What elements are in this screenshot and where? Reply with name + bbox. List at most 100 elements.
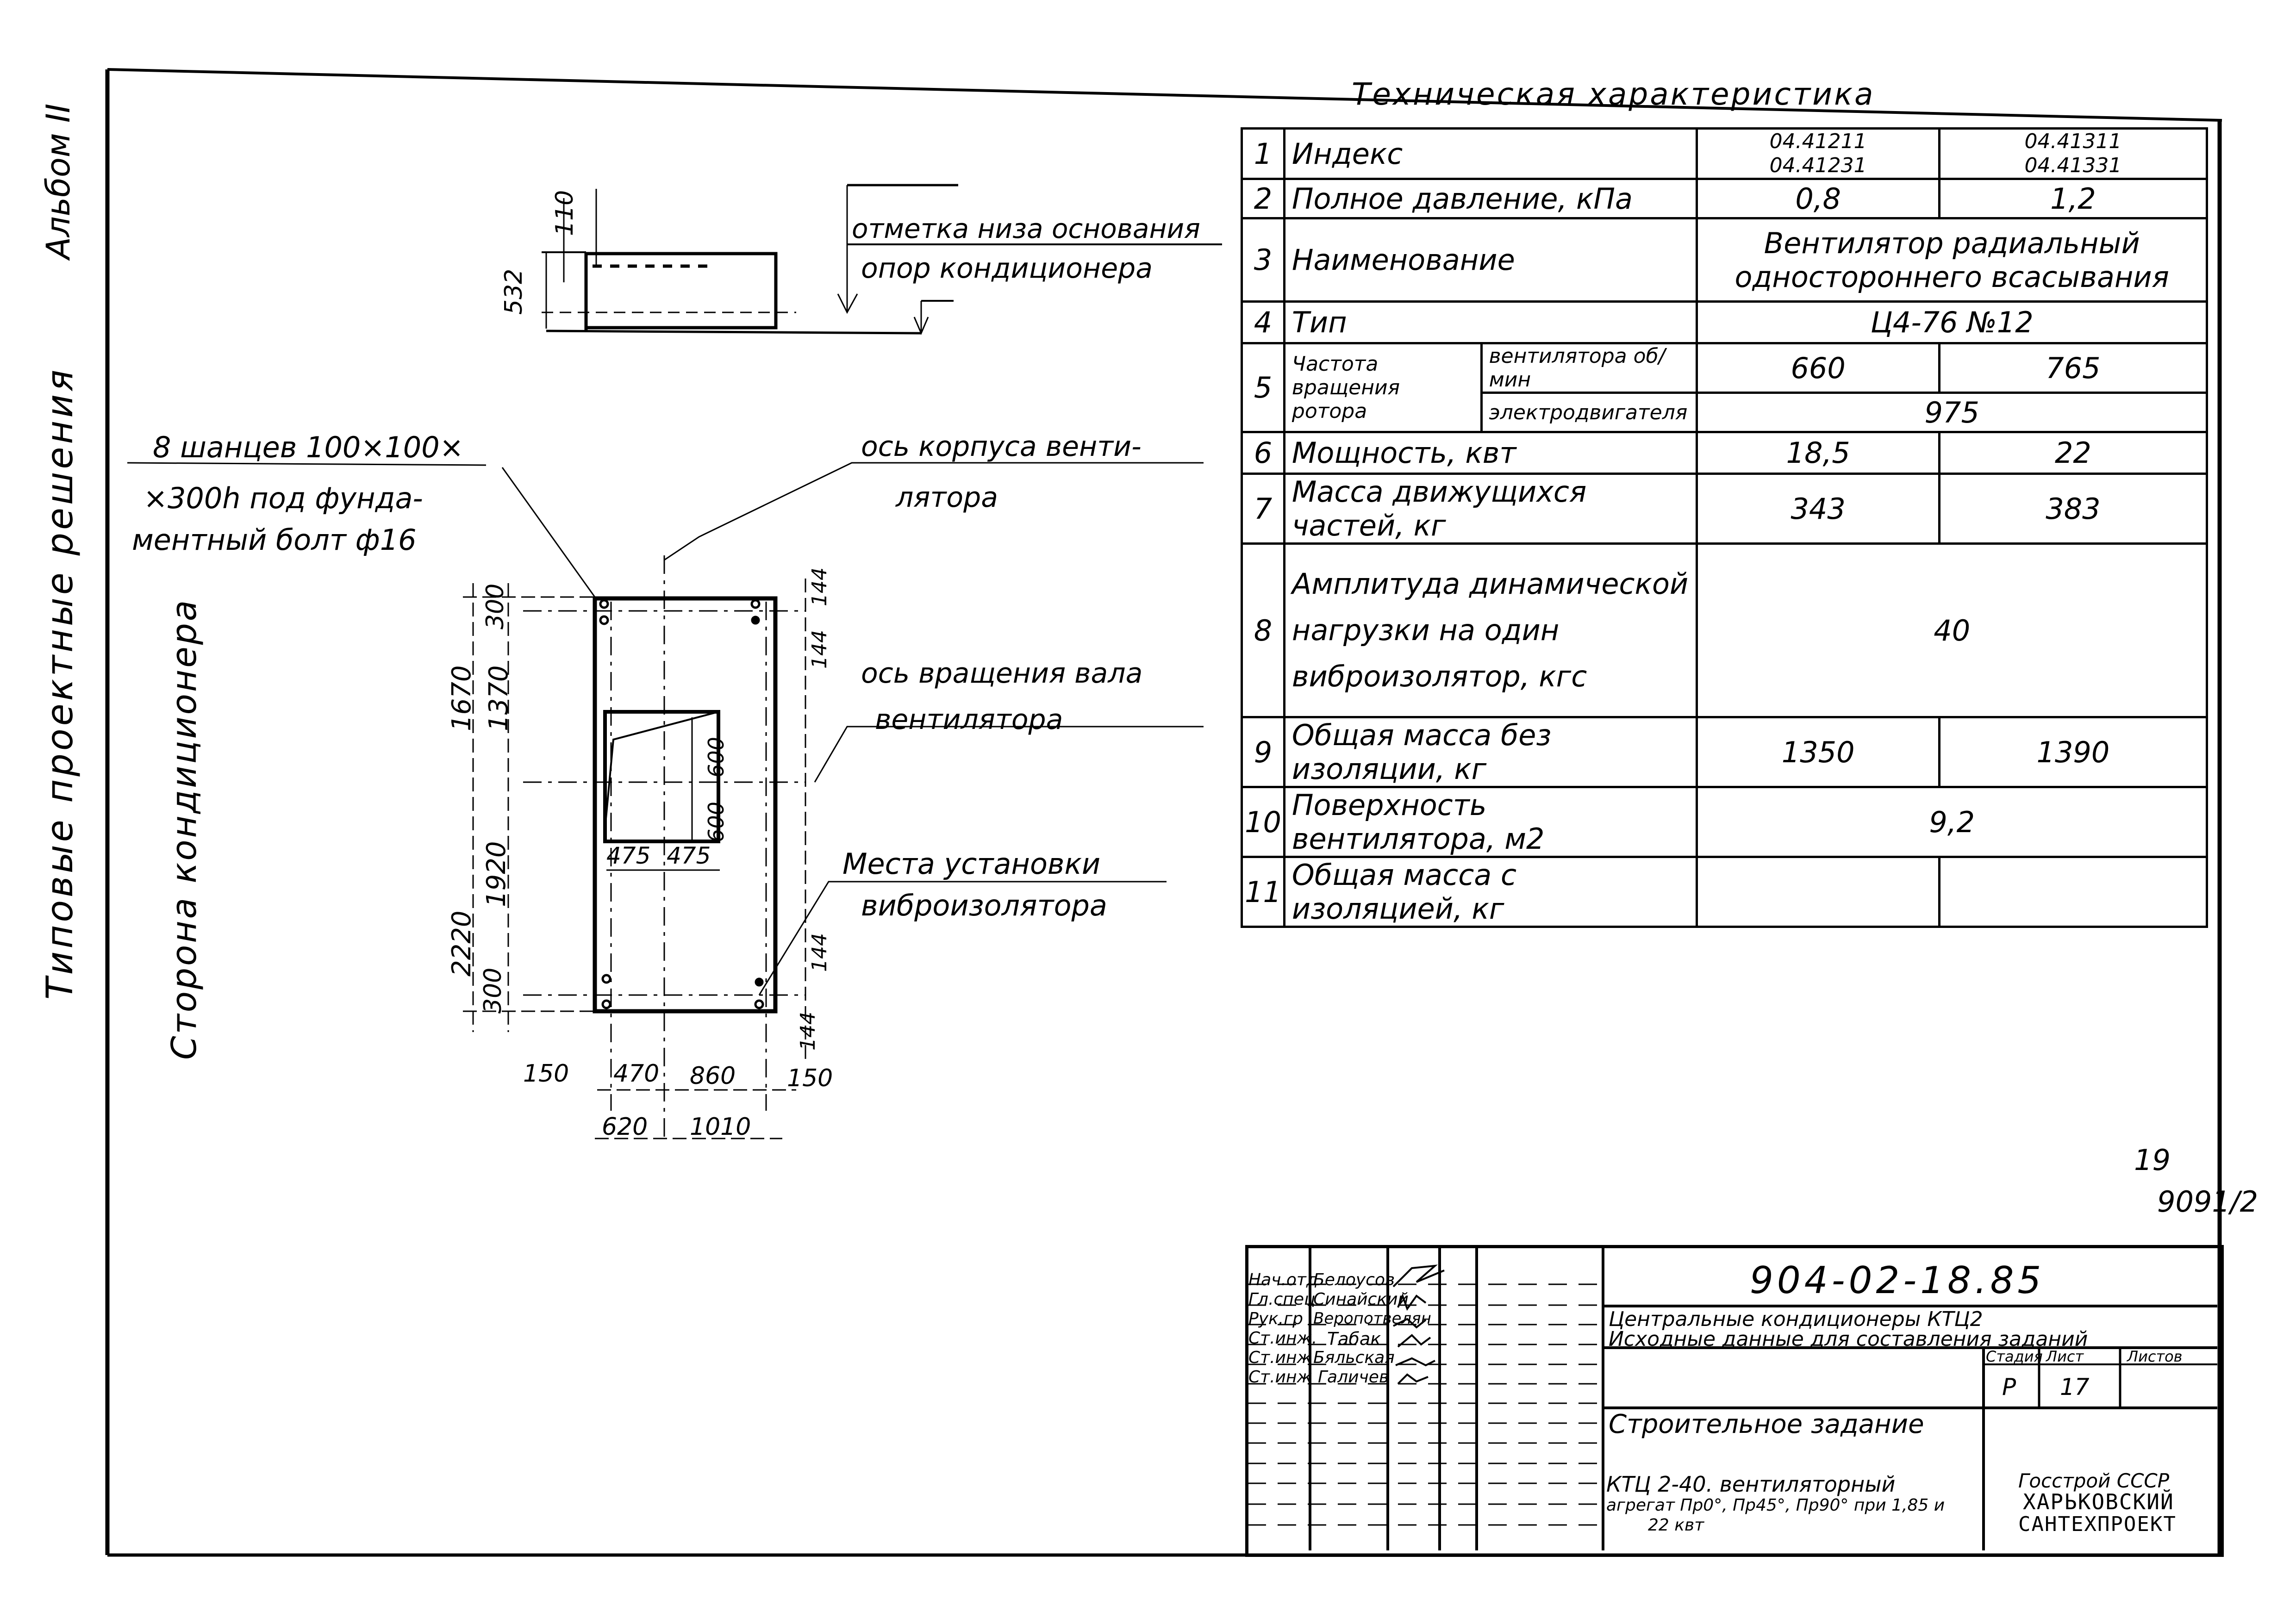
axis-body-note-1: ось корпуса венти- [861,430,1142,463]
stage-header: Стадия [1986,1348,2043,1365]
row-value-1 [1696,856,1940,928]
signature-role: Нач.отд [1248,1270,1318,1289]
drawing-name-3: 22 квт [1648,1516,1704,1535]
row-label: Тип [1283,300,1698,344]
row-label: Полное давление, кПа [1283,178,1698,219]
row-value-2: 765 [1938,342,2209,394]
anchor-note-2: ×300h под фунда- [144,481,423,515]
row-label: Общая масса с изоляцией, кг [1283,856,1698,928]
row-value-1: 343 [1696,473,1940,545]
sheets-header: Листов [2127,1348,2183,1365]
table-row: 8 Амплитуда динамической нагрузки на оди… [1241,542,2208,718]
row-label: Мощность, квт [1283,431,1698,475]
org-line-3: САНТЕХПРОЕКТ [2018,1512,2177,1536]
signature-role: Ст.инж. [1248,1329,1317,1348]
row-label: Индекс [1283,127,1698,180]
row-num: 8 [1241,542,1285,718]
inventory-code: 9091/2 [2157,1185,2259,1219]
sheet-title: Строительное задание [1609,1409,1924,1439]
tech-table-title: Техническая характеристика [1352,76,1875,112]
row-num: 7 [1241,473,1285,545]
plan-view [127,462,1204,1143]
table-row: 2 Полное давление, кПа 0,8 1,2 [1241,178,2209,219]
signature-role: Гл.спец [1248,1290,1316,1309]
dim-150-right: 150 [787,1064,833,1092]
table-row: 6 Мощность, квт 18,5 22 [1241,431,2209,475]
row-value: 9,2 [1696,786,2208,858]
table-row: 7 Масса движущихся частей, кг 343 383 [1241,473,2209,545]
dim-470: 470 [613,1060,660,1088]
row-num: 4 [1241,300,1285,344]
dim-475-b: 475 [667,842,711,869]
row-value-1: 660 [1696,342,1940,394]
table-row: 5 Частота вращения ротора вентилятора об… [1241,342,2209,433]
row-num: 3 [1241,217,1285,303]
project-line-2: Исходные данные для составления заданий [1609,1327,2088,1351]
elevation-note-2: опор кондиционера [861,252,1153,285]
sheet-value: 17 [2060,1374,2090,1400]
row-value: 40 [1696,542,2208,718]
row-label: Масса движущихся частей, кг [1283,473,1698,545]
row-label: Амплитуда динамической нагрузки на один … [1283,542,1698,718]
row-value-2: 1,2 [1938,178,2209,219]
row-sublabel: вентилятора об/мин [1480,342,1698,394]
row-num: 10 [1241,786,1285,858]
row-value-1: 0,8 [1696,178,1940,219]
axis-shaft-note-2: вентилятора [875,703,1063,736]
signature-role: Рук.гр [1248,1309,1303,1328]
anchor-note-1: 8 шанцев 100×100× [153,430,464,464]
row-label: Частота вращения ротора [1283,342,1483,433]
table-row: 11 Общая масса с изоляцией, кг [1241,856,2209,928]
title-block [1245,1245,2224,1557]
sheet-header: Лист [2046,1348,2084,1365]
dim-1010: 1010 [690,1113,751,1141]
row-num: 1 [1241,127,1285,180]
drawing-name-1: КТЦ 2-40. вентиляторный [1606,1472,1896,1497]
signature-role: Ст.инж [1248,1348,1312,1367]
table-row: электродвигателя 975 [1242,392,2208,433]
elevation-note-1: отметка низа основания [852,213,1200,244]
row-value-1: 1350 [1696,716,1940,788]
doc-code: 904-02-18.85 [1750,1259,2045,1302]
dim-150-left: 150 [523,1060,569,1088]
drawing-name-2: агрегат Пр0°, Пр45°, Пр90° при 1,85 и [1606,1496,1945,1515]
row-value: Вентилятор радиальный одностороннего вса… [1696,217,2208,303]
row-num: 11 [1241,856,1285,928]
signature-role: Ст.инж [1248,1368,1312,1387]
table-row: 3 Наименование Вентилятор радиальный одн… [1241,217,2208,303]
signature-name: Белоусов [1313,1270,1395,1289]
dim-475-a: 475 [606,842,651,869]
row-value: Ц4-76 №12 [1696,300,2208,344]
row-label: Поверхность вентилятора, м2 [1283,786,1698,858]
row-value-2: 22 [1938,431,2209,475]
signature-name: Галичев [1318,1368,1389,1387]
row-label: Общая масса без изоляции, кг [1283,716,1698,788]
row-num: 2 [1241,178,1285,219]
elevation-view [542,184,1222,335]
signature-name: Веропотвелян [1313,1309,1431,1328]
anchor-note-3: ментный болт ф16 [132,523,417,557]
row-num: 9 [1241,716,1285,788]
tech-table: 1 Индекс 04.41211 04.41231 04.41311 04.4… [1241,127,2209,928]
dim-860: 860 [690,1062,736,1090]
table-row: 4 Тип Ц4-76 №12 [1241,300,2208,344]
org-line-2: ХАРЬКОВСКИЙ [2023,1489,2174,1514]
isolator-note-1: Места установки [842,847,1101,881]
axis-body-note-2: лятора [896,481,998,514]
row-value-2: 383 [1938,473,2209,545]
project-line-1: Центральные кондиционеры КТЦ2 [1609,1307,1983,1331]
table-row: 1 Индекс 04.41211 04.41231 04.41311 04.4… [1241,127,2209,180]
table-row: 9 Общая масса без изоляции, кг 1350 1390 [1241,716,2209,788]
row-num: 5 [1241,342,1285,433]
isolator-note-2: виброизолятора [861,889,1107,922]
row-value-2: 04.41311 04.41331 [1938,127,2209,180]
row-value-2 [1938,856,2209,928]
stage-value: Р [2002,1374,2016,1400]
row-sublabel: электродвигателя [1480,392,1698,433]
org-line-1: Госстрой СССР [2018,1469,2170,1492]
signature-name: Бяльская [1313,1348,1395,1367]
row-num: 6 [1241,431,1285,475]
signature-name: Табак [1327,1329,1381,1349]
